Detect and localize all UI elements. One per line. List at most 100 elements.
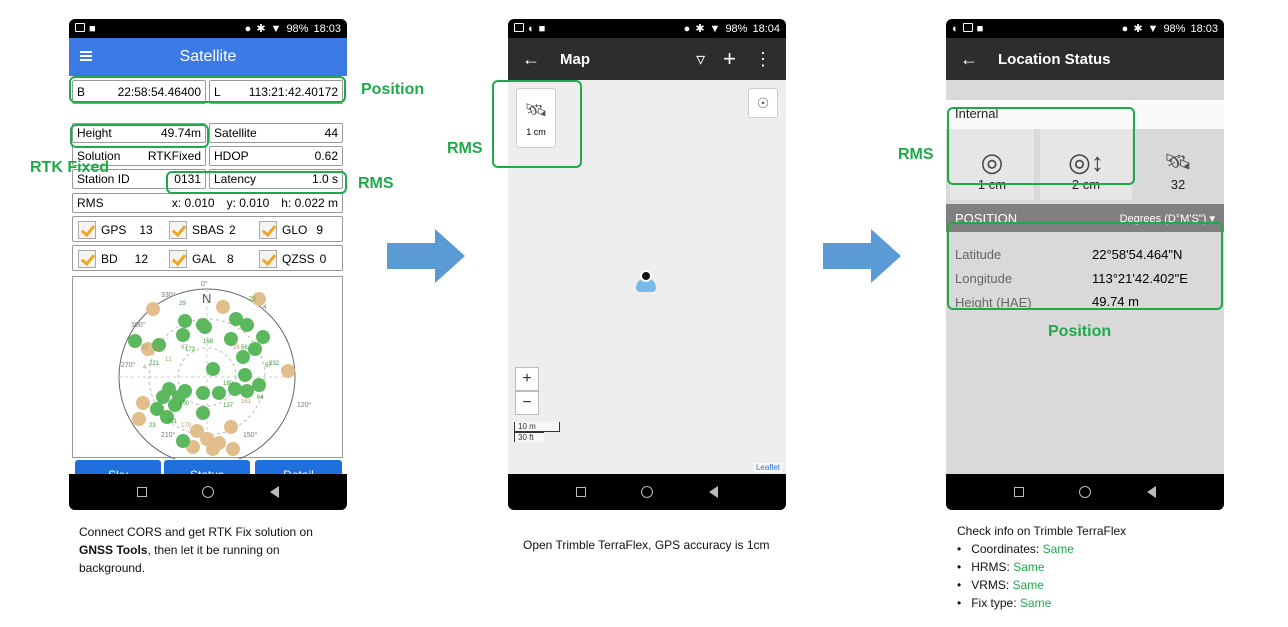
latitude-value: 22°58'54.464"N: [1092, 247, 1183, 262]
caption-list-item: • HRMS: Same: [957, 560, 1045, 574]
sky-button[interactable]: Sky: [75, 460, 161, 474]
satellite-dot: [212, 386, 226, 400]
vrms-tile: ◎↕ 2 cm: [1040, 129, 1132, 200]
value: RTKFixed: [147, 149, 201, 163]
height-label: Height (HAE): [955, 295, 1032, 310]
satellite-prn-label: 201: [167, 419, 178, 425]
longitude-cell: L 113:21:42.40172: [209, 80, 343, 104]
rms-values: x: 0.010 y: 0.010 h: 0.022 m: [172, 196, 338, 210]
satellite-dot: [190, 424, 204, 438]
format-dropdown[interactable]: Degrees (D°M'S") ▾: [1120, 212, 1215, 225]
battery-level: 98%: [286, 22, 309, 35]
ring-label: 300°: [131, 321, 146, 329]
checkbox-icon: [259, 250, 277, 268]
home-icon[interactable]: [1079, 486, 1092, 498]
gps-accuracy-widget[interactable]: 🛰 1 cm: [516, 88, 556, 148]
filter-icon[interactable]: ▿: [696, 48, 706, 69]
back-icon[interactable]: [709, 486, 719, 498]
back-arrow-icon[interactable]: ←: [960, 48, 978, 69]
north-label: N: [202, 291, 211, 306]
satellite-prn-label: 23: [149, 423, 156, 429]
position-highlight: [69, 76, 346, 103]
rms-annotation: RMS: [447, 140, 483, 157]
back-arrow-icon[interactable]: ←: [522, 48, 540, 69]
arrow-right-icon: [823, 229, 901, 283]
gps-accuracy-value: 1 cm: [526, 126, 546, 137]
back-icon[interactable]: [270, 486, 280, 498]
phone-terraflex-location-status: ◐■ ●✱▼98%18:03 ← Location Status Interna…: [946, 19, 1224, 510]
item-value: Same: [1042, 542, 1074, 556]
caption-list-item: • VRMS: Same: [957, 578, 1044, 592]
value: 44: [324, 126, 338, 140]
count: 12: [134, 252, 149, 266]
battery-level: 98%: [725, 22, 748, 35]
satellite-dot: [206, 442, 220, 456]
rtk-fixed-annotation: RTK Fixed: [30, 159, 110, 176]
satellite-dot: [196, 386, 210, 400]
satellite-prn-label: 221: [149, 361, 160, 367]
label: Station ID: [77, 172, 130, 186]
rms-annotation: RMS: [358, 175, 394, 192]
ring-label: 0°: [201, 280, 208, 288]
label: GAL: [192, 252, 217, 266]
home-icon[interactable]: [202, 486, 215, 498]
satellite-prn-label: 87: [181, 345, 188, 351]
locate-me-icon[interactable]: ☉: [748, 88, 778, 118]
recents-icon[interactable]: [575, 487, 586, 497]
satellite-dot: [248, 342, 262, 356]
satellite-prn-label: 29: [179, 301, 186, 307]
section-title: POSITION: [955, 210, 1018, 226]
label: QZSS: [282, 252, 315, 266]
satellite-dot: [156, 390, 170, 404]
horizontal-accuracy-icon: ◎: [980, 147, 1004, 177]
hrms-tile: ◎ 1 cm: [950, 129, 1034, 200]
image-icon: [514, 22, 524, 32]
item-value: Same: [1013, 560, 1045, 574]
back-icon[interactable]: [1147, 486, 1157, 498]
caption-title: Check info on Trimble TerraFlex: [957, 524, 1127, 538]
satellite-dot: [240, 384, 254, 398]
rms-annotation: RMS: [898, 146, 934, 163]
label: HDOP: [214, 149, 249, 163]
label: SBAS: [192, 223, 225, 237]
satellite-prn-label: 161: [241, 399, 252, 405]
zoom-in-button[interactable]: +: [515, 367, 539, 391]
detail-button[interactable]: Detail: [255, 460, 342, 474]
rms-h: h: 0.022 m: [281, 196, 338, 210]
label: GPS: [101, 223, 127, 237]
satellite-dot: [228, 382, 242, 396]
menu-icon[interactable]: [80, 51, 92, 61]
status-button[interactable]: Status: [164, 460, 250, 474]
map-canvas[interactable]: 🛰 1 cm ☉ + − 10 m 30 ft Leaflet: [508, 80, 786, 474]
satellite-prn-label: 64: [257, 395, 264, 401]
add-icon[interactable]: +: [723, 46, 736, 71]
clock: 18:03: [1190, 22, 1218, 35]
value: 113:21:42.40172: [248, 85, 338, 99]
satellite-prn-label: 22: [153, 347, 160, 353]
satellite-prn-label: 56: [241, 345, 248, 351]
home-icon[interactable]: [641, 486, 654, 498]
item-label: Coordinates:: [971, 542, 1043, 556]
label: Height: [77, 126, 112, 140]
recents-icon[interactable]: [1013, 487, 1024, 497]
value: 0.62: [314, 149, 338, 163]
more-options-icon[interactable]: ⋮: [754, 48, 772, 69]
longitude-label: Longitude: [955, 271, 1013, 286]
zoom-out-button[interactable]: −: [515, 391, 539, 415]
leaflet-attribution-link[interactable]: Leaflet: [753, 463, 782, 472]
label: L: [214, 85, 221, 99]
value: 0131: [174, 172, 201, 186]
clock: 18:03: [313, 22, 341, 35]
phone-terraflex-map: ◐■ ●✱▼98%18:04 ← Map ▿ + ⋮ 🛰 1 cm ☉ + − …: [508, 19, 786, 510]
recents-icon[interactable]: [136, 487, 147, 497]
satellite-prn-label: 168: [203, 339, 214, 345]
satellite-dot: [252, 378, 266, 392]
source-label: Internal: [946, 100, 1224, 129]
